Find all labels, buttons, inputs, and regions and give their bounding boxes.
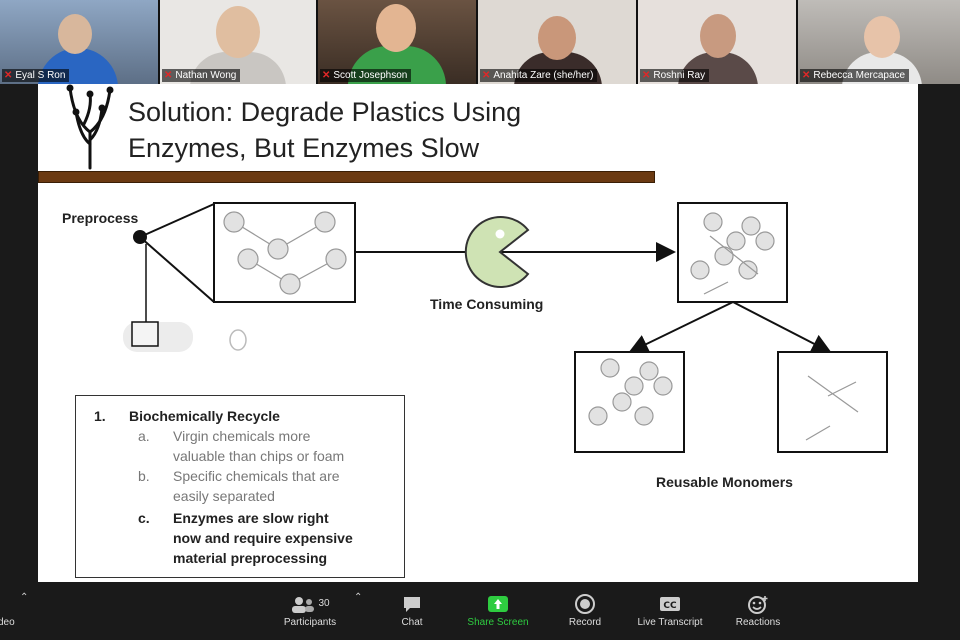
participant-name: Scott Josephson [333, 70, 408, 81]
participant-tile[interactable]: ✕Roshni Ray [638, 0, 796, 84]
muted-mic-icon: ✕ [4, 70, 13, 81]
participant-tile[interactable]: ✕Nathan Wong [160, 0, 316, 84]
process-diagram [123, 202, 888, 453]
participant-name: Rebecca Mercapace [813, 70, 906, 81]
participant-tile[interactable]: ✕Rebecca Mercapace [798, 0, 960, 84]
muted-mic-icon: ✕ [322, 70, 331, 81]
reactions-button[interactable]: Reactions [728, 582, 788, 640]
preprocess-node [133, 230, 147, 244]
participant-name: Anahita Zare (she/her) [493, 70, 594, 81]
closed-caption-icon: CC [660, 596, 680, 611]
participants-caret-icon[interactable]: ⌃ [354, 592, 363, 603]
share-screen-button[interactable]: Share Screen [458, 582, 538, 640]
record-button[interactable]: Record [560, 582, 610, 640]
participant-name-tag: ✕Roshni Ray [640, 69, 710, 82]
shared-slide: Solution: Degrade Plastics Using Enzymes… [38, 84, 918, 582]
participant-tile[interactable]: ✕Scott Josephson [318, 0, 476, 84]
participant-name-tag: ✕Scott Josephson [320, 69, 412, 82]
muted-mic-icon: ✕ [802, 70, 811, 81]
monomer-box-lines [777, 351, 888, 453]
share-screen-icon [488, 595, 508, 612]
slide-title: Solution: Degrade Plastics Using Enzymes… [128, 97, 522, 163]
muted-mic-icon: ✕ [482, 70, 491, 81]
participant-tile[interactable]: ✕Anahita Zare (she/her) [478, 0, 636, 84]
participant-name-tag: ✕Anahita Zare (she/her) [480, 69, 598, 82]
recycle-list-box: 1. Biochemically Recycle a. Virgin chemi… [75, 395, 405, 578]
chat-button[interactable]: Chat [390, 582, 434, 640]
enzyme-pacman-icon [464, 216, 530, 288]
participants-icon [292, 596, 315, 613]
video-button[interactable]: deo [0, 616, 15, 628]
muted-mic-icon: ✕ [642, 70, 651, 81]
list-heading: Biochemically Recycle [129, 408, 280, 424]
participant-name-tag: ✕Nathan Wong [162, 69, 241, 82]
chat-icon [404, 596, 420, 612]
participant-name-tag: ✕Rebecca Mercapace [800, 69, 910, 82]
participants-button[interactable]: 30 Participants [270, 582, 350, 640]
participant-gallery: ✕Eyal S Ron ✕Nathan Wong ✕Scott Josephso… [0, 0, 960, 84]
svg-text:CC: CC [663, 601, 677, 611]
title-underline-bar [38, 171, 655, 183]
live-transcript-button[interactable]: CC Live Transcript [628, 582, 712, 640]
time-consuming-label: Time Consuming [430, 296, 544, 312]
preprocess-label: Preprocess [62, 210, 139, 226]
participant-name: Eyal S Ron [15, 70, 66, 81]
list-number: 1. [94, 408, 106, 424]
reusable-monomers-label: Reusable Monomers [656, 474, 793, 490]
meeting-toolbar: deo ⌃ 30 Participants ⌃ Chat Share Scree… [0, 582, 960, 640]
reactions-emoji-icon [748, 595, 768, 614]
participant-name: Nathan Wong [175, 70, 237, 81]
tree-logo-icon [66, 84, 114, 170]
muted-mic-icon: ✕ [164, 70, 173, 81]
record-icon [575, 593, 595, 614]
participant-tile[interactable]: ✕Eyal S Ron [0, 0, 158, 84]
video-options-caret-icon[interactable]: ⌃ [20, 592, 29, 603]
participant-count: 30 [318, 598, 330, 609]
participant-name-tag: ✕Eyal S Ron [2, 69, 70, 82]
participant-name: Roshni Ray [653, 70, 706, 81]
